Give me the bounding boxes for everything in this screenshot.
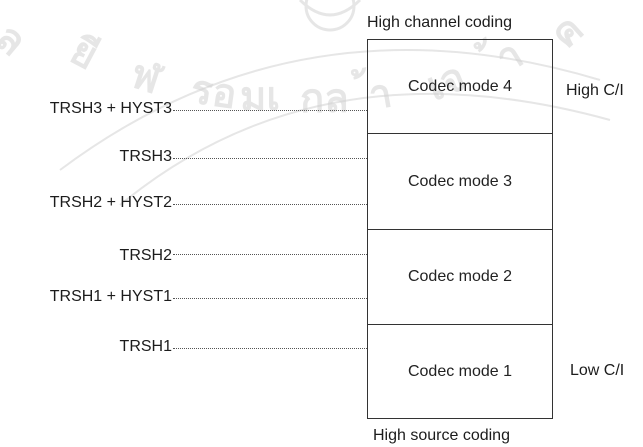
low-ci-label: Low C/I	[570, 362, 625, 379]
codec-mode-4-box: Codec mode 4	[368, 40, 552, 133]
threshold-trsh2-leader	[173, 254, 367, 255]
threshold-trsh2-hyst2-label: TRSH2 + HYST2	[49, 194, 172, 211]
threshold-trsh3-label: TRSH3	[119, 148, 172, 165]
codec-mode-3-label: Codec mode 3	[407, 172, 513, 190]
svg-text:กล: กล	[300, 76, 349, 122]
threshold-trsh1-label: TRSH1	[119, 338, 172, 355]
high-ci-label: High C/I	[566, 82, 624, 99]
threshold-trsh1-hyst1-leader	[173, 298, 367, 299]
threshold-trsh2-label: TRSH2	[119, 247, 172, 264]
codec-mode-stack: Codec mode 4 Codec mode 3 Codec mode 2 C…	[367, 39, 553, 419]
threshold-trsh3-hyst3-leader	[173, 110, 367, 111]
threshold-trsh1-leader	[173, 348, 367, 349]
codec-mode-4-label: Codec mode 4	[407, 77, 513, 95]
threshold-trsh1-hyst1-label: TRSH1 + HYST1	[49, 288, 172, 305]
svg-text:ฬ: ฬ	[126, 51, 169, 104]
threshold-trsh2-hyst2-leader	[173, 204, 367, 205]
svg-text:ล: ล	[0, 14, 35, 65]
codec-mode-1-label: Codec mode 1	[407, 362, 513, 380]
threshold-trsh3-leader	[173, 158, 367, 159]
threshold-trsh3-hyst3-label: TRSH3 + HYST3	[49, 100, 172, 117]
codec-mode-3-box: Codec mode 3	[368, 133, 552, 229]
codec-mode-2-label: Codec mode 2	[407, 268, 513, 285]
top-label: High channel coding	[367, 14, 512, 31]
bottom-label: High source coding	[373, 427, 510, 444]
svg-text:ยี: ยี	[63, 28, 105, 80]
codec-mode-1-box: Codec mode 1	[368, 324, 552, 418]
svg-text:มเ: มเ	[240, 74, 280, 120]
codec-mode-2-box: Codec mode 2	[368, 229, 552, 324]
